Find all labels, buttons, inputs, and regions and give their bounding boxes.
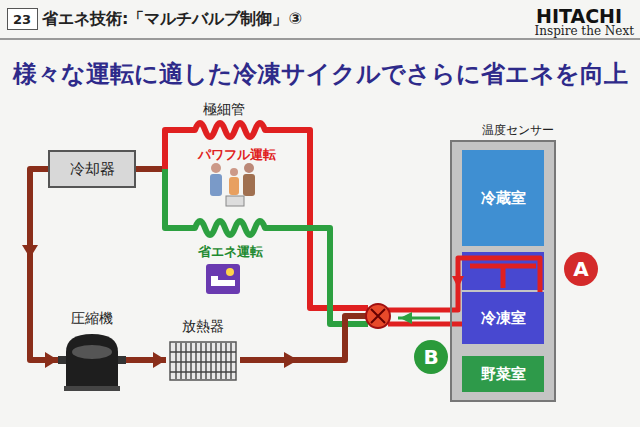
compressor-icon [58,356,66,364]
compartment-box: 野菜室 [462,356,544,392]
flow-arrow [22,245,38,258]
bed-icon [206,264,240,294]
condenser-icon [170,342,236,380]
compressor-icon [64,386,120,391]
node-text: 冷凍室 [481,309,526,328]
node-text: 野菜室 [481,365,526,384]
freezer-divider [470,266,536,288]
node-text: A [573,257,588,281]
pipe-condenser-out [240,316,366,360]
condenser-icon [170,352,236,372]
condenser-icon [170,342,236,380]
header-rule [0,38,640,40]
process-box: 冷却器 [48,150,136,188]
compressor-icon [118,356,126,364]
pipe-powerful [165,123,368,308]
header-title: 省エネ技術:「マルチバルブ制御」③ [42,9,302,30]
mode-label: パワフル運転 [198,146,276,164]
bed-icon [206,264,240,294]
bed-icon [211,276,218,281]
family-icon [226,196,244,206]
callout-circle: B [414,340,448,374]
node-text: 温度センサー [482,122,554,139]
family-icon [230,168,238,176]
pipe-eco [165,169,368,324]
family-icon [211,163,221,173]
compressor-icon [72,345,112,359]
bed-icon [226,268,234,276]
condenser-icon [172,342,234,380]
node-text: 冷却器 [70,160,115,179]
family-icon [244,163,254,173]
valve [366,304,390,328]
compressor: 圧縮機 [58,310,126,392]
family-icon [210,174,222,196]
compartment-box: 冷蔵室 [462,150,544,246]
compressor-icon [66,334,118,388]
page-number-box: 23 [7,8,38,30]
node-text: 23 [13,12,31,27]
compartment-box: 冷凍室 [462,292,544,344]
arrow-head [153,352,166,368]
compressor-icon [58,334,126,391]
flow-arrow [452,276,464,288]
family-icon [229,177,239,195]
callout-circle: A [564,252,598,286]
pipe-cooler-out [136,166,165,172]
valve-cross [371,309,385,323]
family-icon [243,174,255,196]
slide-title: 様々な運転に適した冷凍サイクルでさらに省エネを向上 [13,58,628,90]
flow-arrow [400,312,412,324]
condenser: 放熱器 [166,318,240,382]
node-text: 放熱器 [182,318,224,336]
family-icon [210,163,255,206]
node-text: B [423,345,438,369]
mode-label: 省エネ運転 [198,243,263,261]
node-text: 冷蔵室 [481,189,526,208]
fridge-housing: 温度センサー冷蔵室冷凍室野菜室 [450,140,556,402]
arrow-head [45,352,58,368]
refrigerant-pipe [30,169,58,360]
node-text: 圧縮機 [71,310,113,328]
part-label: 極細管 [203,101,245,119]
brand-logo: HITACHI [536,5,622,27]
flow-arrow [284,352,298,368]
brand-tagline: Inspire the Next [535,24,634,38]
